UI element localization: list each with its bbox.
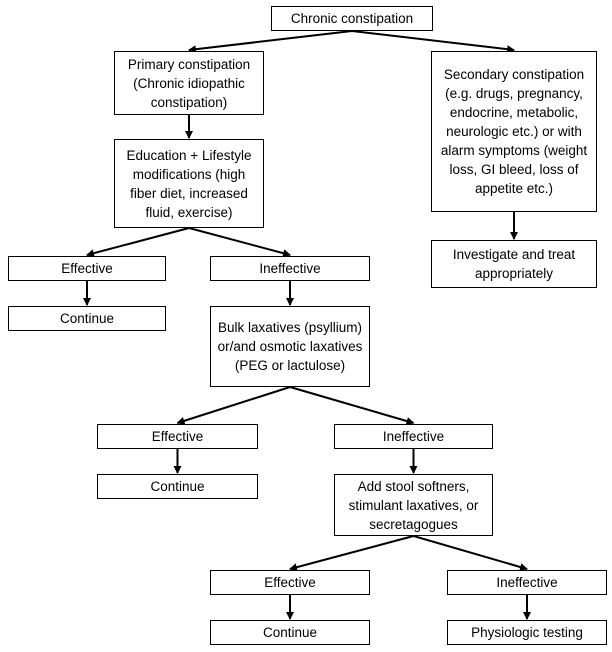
node-label: Education + Lifestyle modifications (hig… <box>126 147 252 220</box>
node-label: Investigate and treat appropriately <box>452 247 576 281</box>
node-label: Effective <box>151 429 204 444</box>
node-label: Effective <box>61 261 113 276</box>
node-label: Add stool softners, stimulant laxatives,… <box>348 478 479 532</box>
node-investigate-treat: Investigate and treat appropriately <box>431 240 597 288</box>
node-label: Ineffective <box>496 575 558 590</box>
node-ineffective-1: Ineffective <box>210 256 370 281</box>
node-effective-3: Effective <box>210 570 370 595</box>
arrow-education-to-ineffective_1 <box>188 227 291 258</box>
node-bulk-osmotic-laxatives: Bulk laxatives (psyllium) or/and osmotic… <box>210 306 370 387</box>
node-continue-1: Continue <box>8 306 166 331</box>
node-label: Ineffective <box>259 261 321 276</box>
arrow-bulk_laxatives-to-effective_2 <box>176 386 291 425</box>
node-label: Bulk laxatives (psyllium) or/and osmotic… <box>217 320 363 373</box>
node-label: Chronic constipation <box>290 11 414 26</box>
node-primary-constipation: Primary constipation (Chronic idiopathic… <box>114 51 264 115</box>
arrow-root-to-primary <box>188 30 353 54</box>
node-label: Physiologic testing <box>471 625 583 640</box>
node-continue-2: Continue <box>97 474 258 499</box>
node-label: Primary constipation (Chronic idiopathic… <box>127 56 251 110</box>
arrow-stool_softeners-to-effective_3 <box>289 535 414 572</box>
node-effective-2: Effective <box>97 424 258 449</box>
node-label: Ineffective <box>382 429 445 444</box>
arrow-education-to-effective_1 <box>86 227 190 258</box>
node-secondary-constipation: Secondary constipation (e.g. drugs, preg… <box>431 51 597 212</box>
node-education-lifestyle: Education + Lifestyle modifications (hig… <box>114 139 264 228</box>
node-label: Secondary constipation (e.g. drugs, preg… <box>440 67 588 196</box>
node-stool-softeners: Add stool softners, stimulant laxatives,… <box>334 474 493 536</box>
arrow-root-to-secondary <box>351 30 515 54</box>
node-chronic-constipation: Chronic constipation <box>271 6 433 31</box>
node-continue-3: Continue <box>210 620 370 645</box>
node-ineffective-3: Ineffective <box>447 570 607 595</box>
node-effective-1: Effective <box>8 256 166 281</box>
node-label: Continue <box>150 479 205 494</box>
node-ineffective-2: Ineffective <box>334 424 493 449</box>
node-physiologic-testing: Physiologic testing <box>447 620 607 645</box>
arrow-bulk_laxatives-to-ineffective_2 <box>289 386 415 425</box>
node-label: Effective <box>264 575 316 590</box>
node-label: Continue <box>262 625 318 640</box>
node-label: Continue <box>59 311 115 326</box>
arrow-stool_softeners-to-ineffective_3 <box>413 535 528 571</box>
